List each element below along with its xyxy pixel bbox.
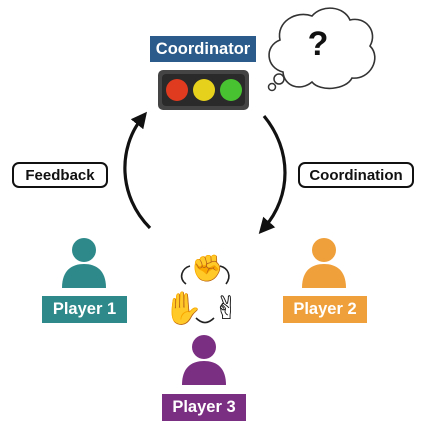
feedback-label: Feedback [12, 162, 108, 188]
coordination-arrow [258, 114, 287, 235]
yellow-light [193, 79, 215, 101]
feedback-arrow [123, 111, 152, 230]
peace-icon: ✌ [213, 289, 240, 327]
fist-icon: ✊ [191, 254, 224, 284]
traffic-light-icon [158, 70, 249, 110]
palm-icon: ✋ [163, 289, 203, 327]
player2-person-icon [302, 238, 346, 288]
question-mark-icon: ? [307, 24, 329, 63]
player3-person-icon [182, 335, 226, 385]
player2-label: Player 2 [283, 296, 367, 323]
player3-label: Player 3 [162, 394, 246, 421]
player1-person-icon [62, 238, 106, 288]
coordination-label: Coordination [298, 162, 414, 188]
coordinator-label: Coordinator [150, 36, 256, 62]
red-light [166, 79, 188, 101]
thought-cloud-icon [267, 7, 376, 92]
game-cycle-arrows [180, 265, 230, 324]
green-light [220, 79, 242, 101]
player1-label: Player 1 [42, 296, 127, 323]
